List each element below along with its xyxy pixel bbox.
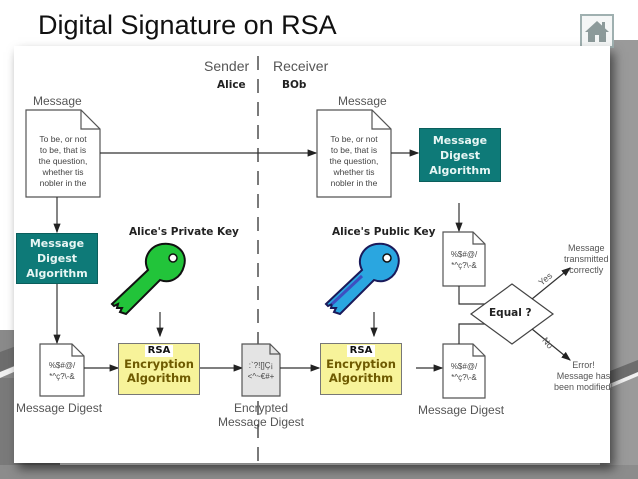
sender-message-text: To be, or not to be, that is the questio…	[38, 134, 88, 188]
receiver-name: BOb	[282, 79, 307, 91]
equal-decision-label: Equal ?	[489, 307, 532, 319]
encrypted-digest-label: Encrypted Message Digest	[217, 401, 305, 429]
receiver-digest-label: Message Digest	[418, 403, 505, 417]
encrypted-digest-doc	[241, 343, 281, 397]
sender-digest-text: %$#@/ *^ç?\-&	[48, 361, 76, 381]
sender-digest-doc	[39, 343, 85, 397]
receiver-digest-algorithm-box: Message Digest Algorithm	[419, 128, 501, 182]
slide-title: Digital Signature on RSA	[38, 10, 337, 40]
home-icon	[585, 21, 609, 42]
receiver-digest-bottom-text: %$#@/ *^ç?\-&	[450, 362, 478, 382]
sender-name: Alice	[217, 79, 246, 91]
private-key-icon	[110, 242, 186, 316]
sender-message-doc	[25, 109, 101, 198]
receiver-digest-doc-top	[442, 231, 486, 287]
receiver-encryption-box: RSA Encryption Algorithm	[320, 343, 402, 395]
sender-message-label: Message	[33, 94, 82, 108]
diagram-lines	[25, 56, 571, 463]
outcome-no-text: Error! Message has been modified!	[554, 360, 614, 392]
receiver-digest-top-text: %$#@/ *^ç?\-&	[450, 250, 478, 270]
sender-digest-algorithm-box: Message Digest Algorithm	[16, 233, 98, 284]
encrypted-digest-text: :`?![]Ç¡ <^~€#+	[247, 361, 275, 381]
home-button[interactable]	[580, 14, 614, 48]
receiver-digest-doc-bottom	[442, 343, 486, 399]
receiver-message-label: Message	[338, 94, 387, 108]
receiver-role: Receiver	[273, 58, 329, 74]
sender-digest-label: Message Digest	[16, 401, 103, 415]
public-key-icon	[324, 242, 400, 316]
private-key-label: Alice's Private Key	[129, 226, 239, 238]
outcome-yes-text: Message transmitted correctly	[564, 243, 609, 275]
sender-role: Sender	[204, 58, 250, 74]
sender-encryption-box: RSA Encryption Algorithm	[118, 343, 200, 395]
diagram-panel: Sender Alice Receiver BOb Message To be,…	[14, 46, 614, 463]
receiver-message-text: To be, or not to be, that is the questio…	[329, 134, 379, 188]
receiver-message-doc	[316, 109, 392, 198]
public-key-label: Alice's Public Key	[332, 226, 436, 238]
